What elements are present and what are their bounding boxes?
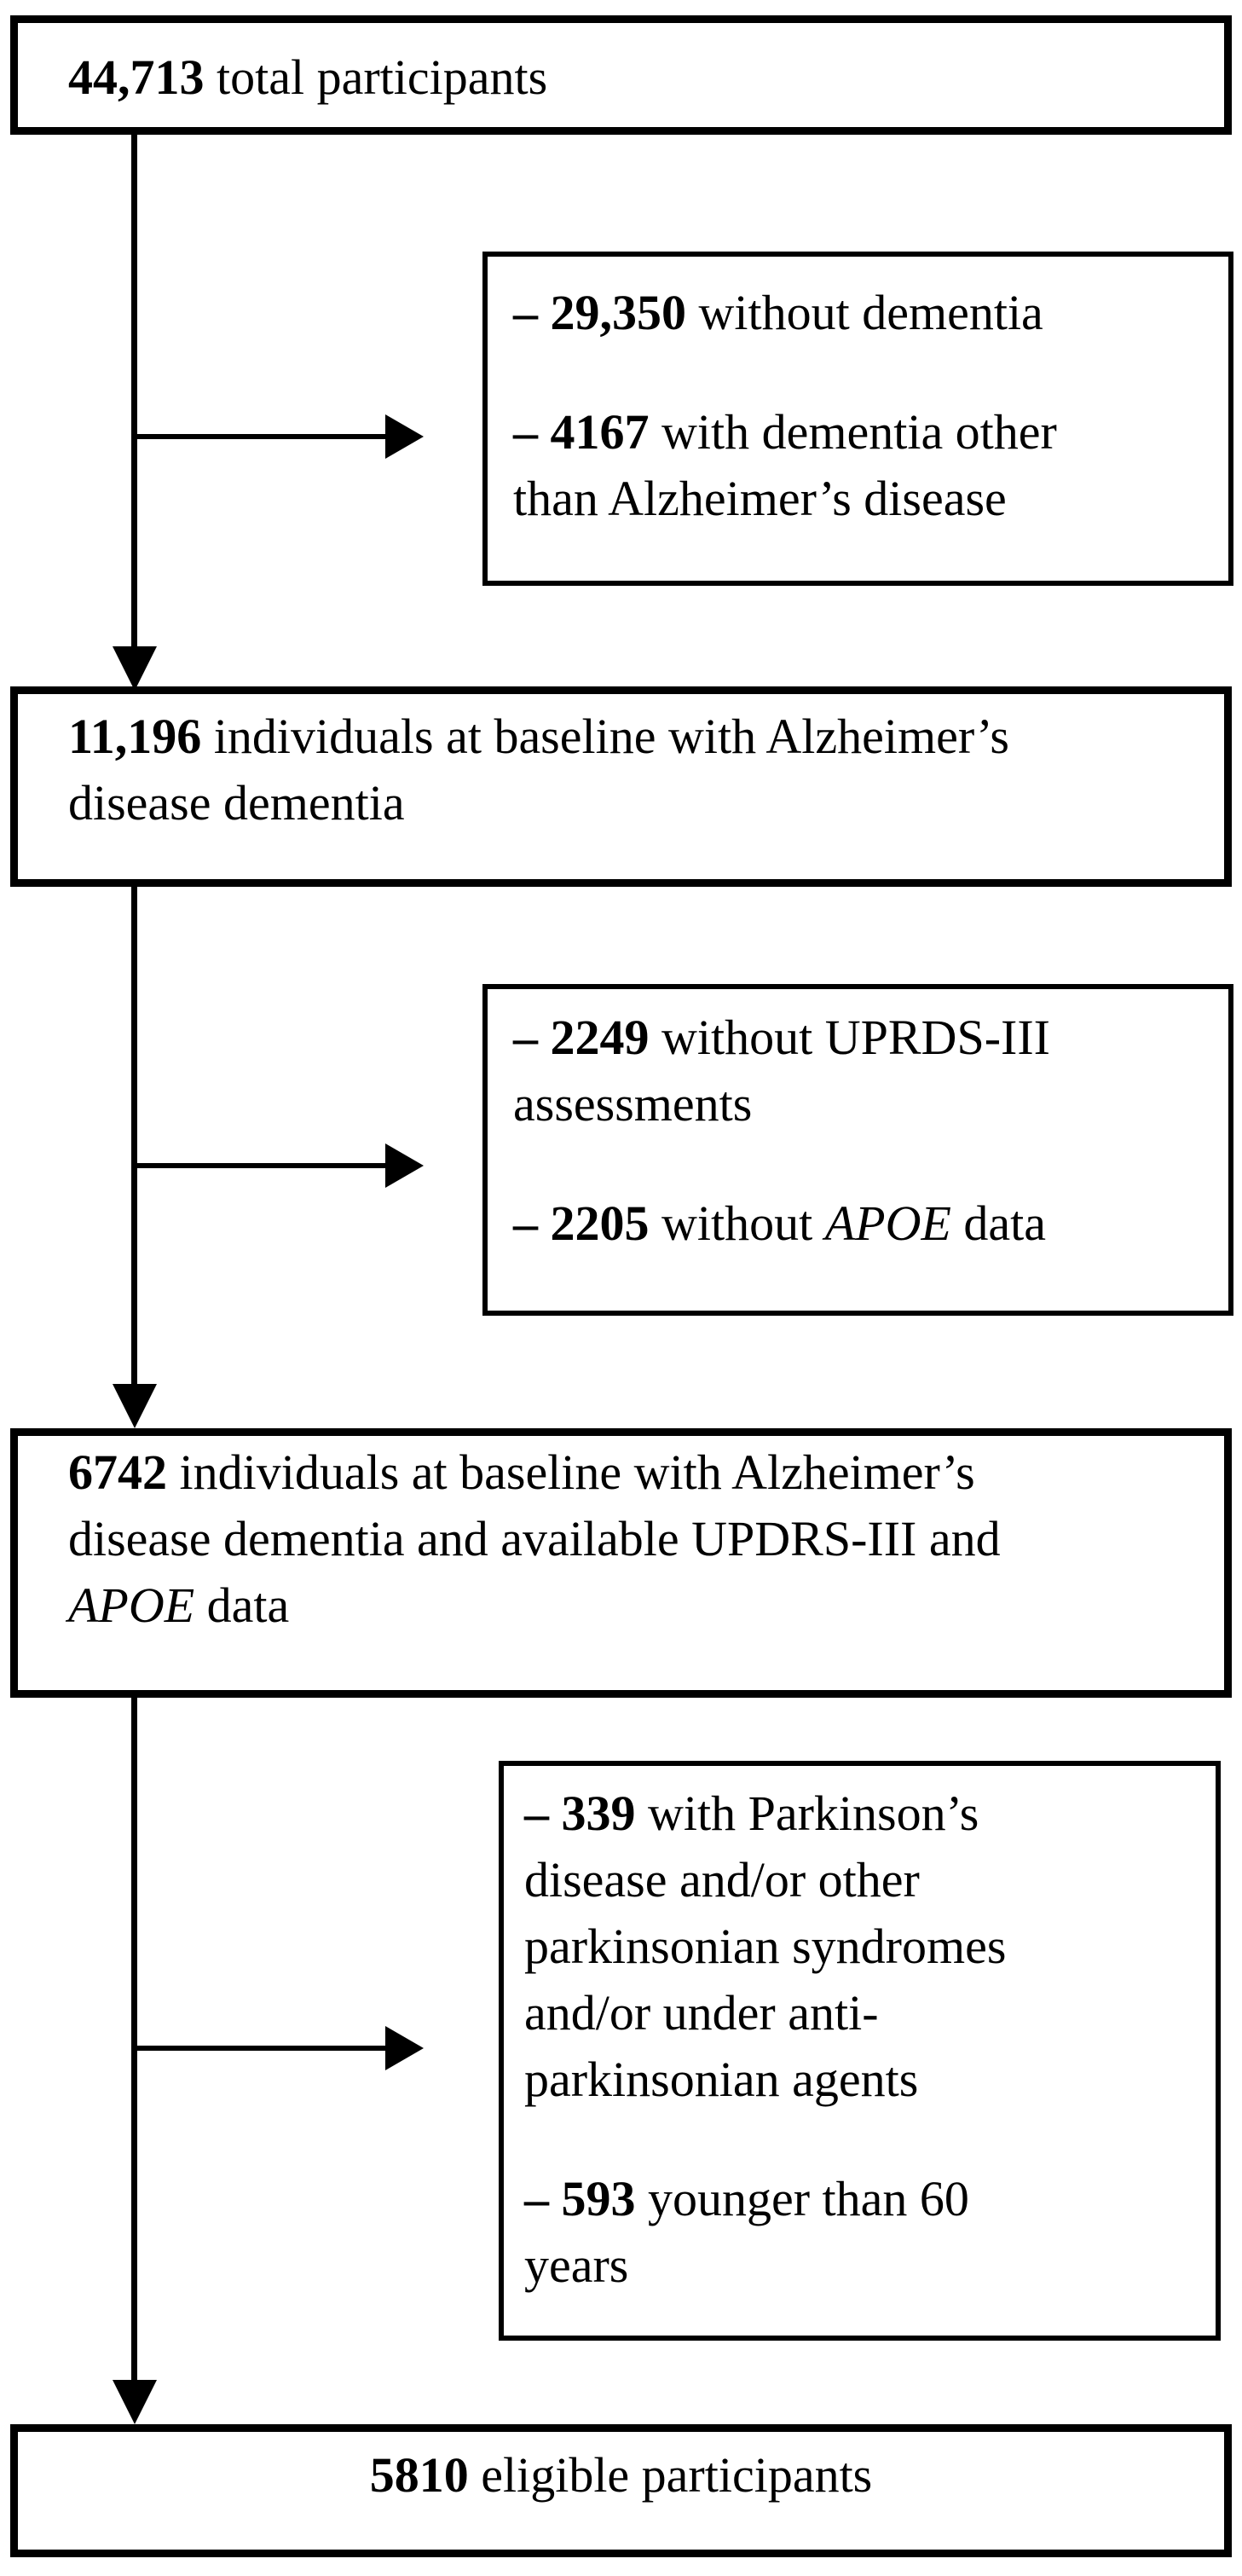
flow-line-3 xyxy=(131,1698,137,2382)
text-run: 11,196 xyxy=(68,709,202,764)
text-run: with dementia other than Alzheimer’s dis… xyxy=(513,404,1057,526)
arrow-right-icon xyxy=(385,414,424,459)
text-run: younger than 60 years xyxy=(524,2171,969,2293)
text-run: data xyxy=(950,1195,1047,1251)
flow-line-2 xyxy=(131,887,137,1386)
text-run: without xyxy=(649,1195,825,1251)
text-run: with Parkinson’s disease and/or other pa… xyxy=(524,1786,1007,2107)
text-run: 44,713 xyxy=(68,49,205,105)
text-run: – 4167 xyxy=(513,404,650,460)
arrow-down-icon xyxy=(113,2380,157,2424)
flow-line-1 xyxy=(131,135,137,648)
text-run: individuals at baseline with Alzheimer’s… xyxy=(68,1444,1001,1566)
text-run: without UPRDS-III assessments xyxy=(513,1010,1050,1132)
text-run: data xyxy=(194,1577,290,1633)
text-run: 6742 xyxy=(68,1444,167,1500)
arrow-down-icon xyxy=(113,646,157,691)
text-run: APOE xyxy=(824,1195,951,1251)
arrow-right-icon xyxy=(385,2026,424,2070)
text-run: eligible participants xyxy=(468,2447,873,2503)
text-run: – 593 xyxy=(524,2171,636,2226)
exclusion-item: – 2205 without APOE data xyxy=(513,1190,1208,1257)
exclusion-box-dementia: – 29,350 without dementia – 4167 with de… xyxy=(482,252,1233,586)
updrs-apoe-available-box: 6742 individuals at baseline with Alzhei… xyxy=(10,1428,1232,1698)
eligible-participants-box: 5810 eligible participants xyxy=(10,2424,1232,2557)
exclusion-item: – 4167 with dementia other than Alzheime… xyxy=(513,399,1208,532)
text-run: – 29,350 xyxy=(513,285,686,340)
text-run: without dementia xyxy=(686,285,1043,340)
exclusion-item: – 593 younger than 60 years xyxy=(524,2166,1195,2299)
text-run: 5810 xyxy=(369,2447,469,2503)
arrow-down-icon xyxy=(113,1384,157,1428)
exclusion-box-parkinsonism-age: – 339 with Parkinson’s disease and/or ot… xyxy=(499,1761,1221,2341)
text-run: total participants xyxy=(204,49,548,105)
exclusion-item: – 29,350 without dementia xyxy=(513,280,1208,346)
text-run: – 2249 xyxy=(513,1010,650,1065)
text-run: – 2205 xyxy=(513,1195,650,1251)
exclusion-box-updrs-apoe: – 2249 without UPRDS-III assessments – 2… xyxy=(482,984,1233,1316)
exclusion-item: – 339 with Parkinson’s disease and/or ot… xyxy=(524,1780,1195,2113)
branch-line-2 xyxy=(134,1163,386,1168)
branch-line-3 xyxy=(134,2046,386,2051)
total-participants-box: 44,713 total participants xyxy=(10,15,1232,135)
exclusion-item: – 2249 without UPRDS-III assessments xyxy=(513,1004,1208,1137)
text-run: – 339 xyxy=(524,1786,636,1841)
arrow-right-icon xyxy=(385,1143,424,1188)
branch-line-1 xyxy=(134,434,386,439)
text-run: individuals at baseline with Alzheimer’s… xyxy=(68,709,1009,831)
alzheimers-baseline-box: 11,196 individuals at baseline with Alzh… xyxy=(10,686,1232,887)
text-run: APOE xyxy=(68,1577,195,1633)
